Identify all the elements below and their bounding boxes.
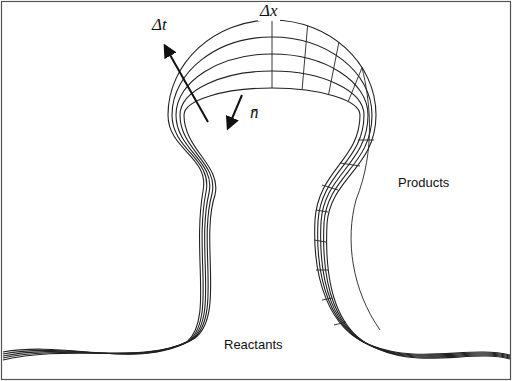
cell-width-label: Δx (258, 2, 280, 21)
normal-arrow (228, 95, 242, 128)
region-label: Products (396, 176, 451, 190)
region-label: Reactants (222, 338, 285, 352)
normal-vector-label: n̄ (248, 104, 261, 123)
flame-fronts (3, 20, 510, 360)
time-step-label: Δt (150, 16, 169, 35)
grid-lines (272, 20, 380, 330)
time-arrow (165, 46, 208, 122)
